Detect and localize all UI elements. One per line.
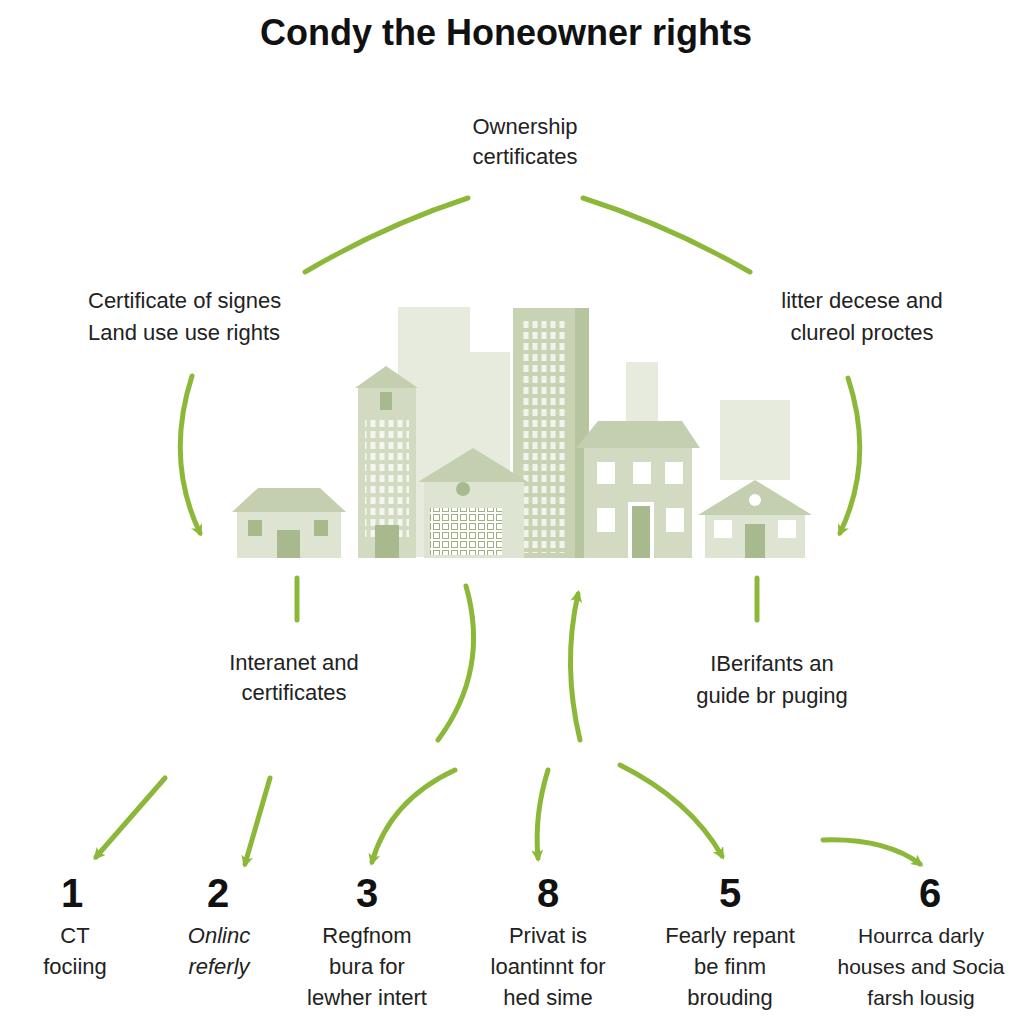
two-storey-house [576,421,700,558]
step-number: 3 [337,870,397,916]
section-label: Ownership certificates [450,112,600,172]
step-text: CT fociing [35,920,115,982]
small-house-right [698,480,812,558]
step-number: 2 [188,870,248,916]
diagram-title: Condy the Honeowner rights [0,10,1018,56]
section-label: Interanet and certificates [209,648,379,708]
section-label: litter decese and clureol proctes [762,285,962,349]
section-label: Certificate of signes Land use use right… [88,285,328,349]
left-tower [355,366,418,558]
step-number: 8 [518,870,578,916]
step-number: 6 [900,870,960,916]
step-text: Regfnom bura for lewher intert [300,920,435,1013]
step-text: Onlinc referly [164,920,274,982]
step-number: 5 [700,870,760,916]
garage-house [418,448,528,558]
tall-tower [513,308,589,558]
step-text: Privat is loantinnt for hed sime [473,920,623,1013]
step-text: Fearly repant be finm brouding [653,920,808,1013]
section-label: IBerifants an guide br puging [685,648,860,712]
small-house-left [232,488,346,558]
step-text: Hourrca darly houses and Socia farsh lou… [826,920,1016,1013]
step-number: 1 [42,870,102,916]
